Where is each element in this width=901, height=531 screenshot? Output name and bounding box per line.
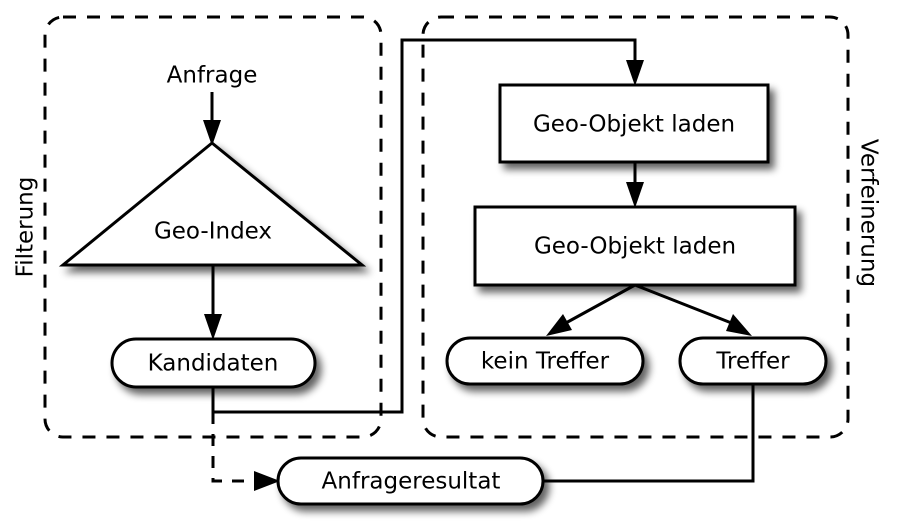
edge-kandidaten-to-anfrageresultat [211, 412, 280, 491]
group-verfeinerung-border [421, 15, 850, 439]
node-anfrage: Anfrage [167, 63, 258, 89]
node-anfrageresultat[interactable] [276, 456, 545, 506]
node-geo-objekt-laden-1[interactable] [498, 83, 770, 164]
node-kandidaten-label: Kandidaten [148, 351, 279, 377]
node-anfrageresultat-shape[interactable] [276, 456, 545, 506]
node-treffer[interactable] [678, 336, 828, 386]
node-kein-treffer-shape[interactable] [445, 336, 645, 386]
node-kandidaten-shape[interactable] [110, 337, 317, 389]
node-geo-objekt-laden-2-shape[interactable] [473, 205, 797, 287]
edge-geo-index-to-kandidaten [204, 265, 222, 340]
edge-kandidaten-to-geo-objekt-laden-1 [211, 38, 644, 414]
edge-anfrage-to-geo-index [203, 92, 221, 146]
node-kein-treffer[interactable] [445, 336, 645, 386]
edge-geo-objekt-laden-2-to-kein-treffer [546, 283, 636, 336]
node-kandidaten[interactable] [110, 337, 317, 389]
node-treffer-shape[interactable] [678, 336, 828, 386]
node-anfrageresultat-label: Anfrageresultat [322, 469, 501, 495]
node-geo-objekt-laden-2-label: Geo-Objekt laden [534, 234, 736, 260]
edge-geo-objekt-laden-1-to-2 [626, 162, 644, 208]
edge-treffer-to-anfrageresultat [543, 383, 755, 483]
node-geo-index[interactable] [58, 141, 367, 267]
node-geo-objekt-laden-1-label: Geo-Objekt laden [533, 112, 735, 138]
node-geo-objekt-laden-2[interactable] [473, 205, 797, 287]
node-geo-index-shape[interactable] [58, 141, 367, 267]
group-filterung-label: Filterung [13, 177, 39, 278]
node-geo-index-label: Geo-Index [154, 219, 272, 245]
node-anfrage-label: Anfrage [167, 63, 258, 89]
edge-geo-objekt-laden-2-to-treffer [634, 283, 752, 336]
node-kein-treffer-label: kein Treffer [481, 349, 610, 375]
group-verfeinerung-label: Verfeinerung [856, 139, 882, 287]
node-geo-objekt-laden-1-shape[interactable] [498, 83, 770, 164]
group-verfeinerung: Verfeinerung [421, 15, 882, 439]
node-treffer-label: Treffer [715, 349, 790, 375]
